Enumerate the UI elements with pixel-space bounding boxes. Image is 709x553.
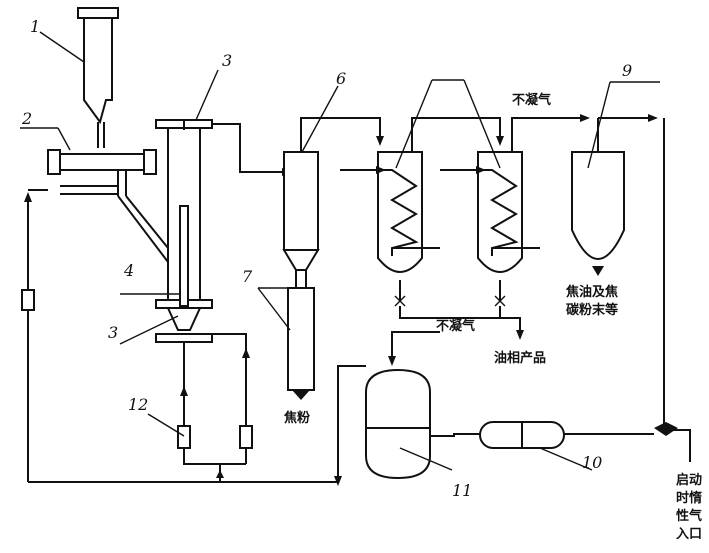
label-tar-line2: 碳粉末等 <box>566 302 618 318</box>
label-inert-gas-2: 时惰 <box>676 490 702 506</box>
feed-chute <box>60 185 169 263</box>
gas-line-reactor-to-cyclone <box>212 123 292 176</box>
gas-storage-tank <box>365 368 431 480</box>
condenser-2 <box>440 151 540 307</box>
gas-blower <box>479 421 565 449</box>
label-char-powder: 焦粉 <box>283 410 310 426</box>
internal-tube <box>179 205 189 307</box>
label-oil-product: 油相产品 <box>494 350 546 366</box>
label-3-bottom: 3 <box>108 323 118 342</box>
label-inert-gas-3: 性气 <box>676 508 702 524</box>
label-inert-gas-1: 启动 <box>676 472 702 488</box>
label-noncondensable-top: 不凝气 <box>512 92 551 108</box>
recycle-lines <box>21 118 691 486</box>
line-condenser2-to-collector <box>511 114 658 152</box>
label-6: 6 <box>336 69 346 88</box>
label-inert-gas-4: 入口 <box>676 527 702 542</box>
drain-lines <box>388 306 524 366</box>
number-leaders <box>20 31 660 471</box>
label-4: 4 <box>123 261 134 280</box>
label-2: 2 <box>21 109 32 128</box>
label-11: 11 <box>452 481 472 500</box>
label-1: 1 <box>30 17 40 36</box>
feed-hopper <box>77 7 119 148</box>
cyclone-separator <box>282 117 384 288</box>
label-noncondensable-mid: 不凝气 <box>436 318 475 334</box>
condenser-1 <box>340 151 440 307</box>
line-condenser1-to-2 <box>411 117 504 152</box>
label-tar-line1: 焦油及焦 <box>565 284 618 300</box>
condenser-leader-lines <box>395 79 501 169</box>
label-12: 12 <box>128 395 148 414</box>
char-collector <box>287 287 315 400</box>
label-10: 10 <box>582 453 602 472</box>
tar-collector <box>571 118 625 276</box>
screw-feeder <box>47 149 157 196</box>
label-3-top: 3 <box>222 51 232 70</box>
label-9: 9 <box>622 61 632 80</box>
label-7: 7 <box>242 267 253 286</box>
